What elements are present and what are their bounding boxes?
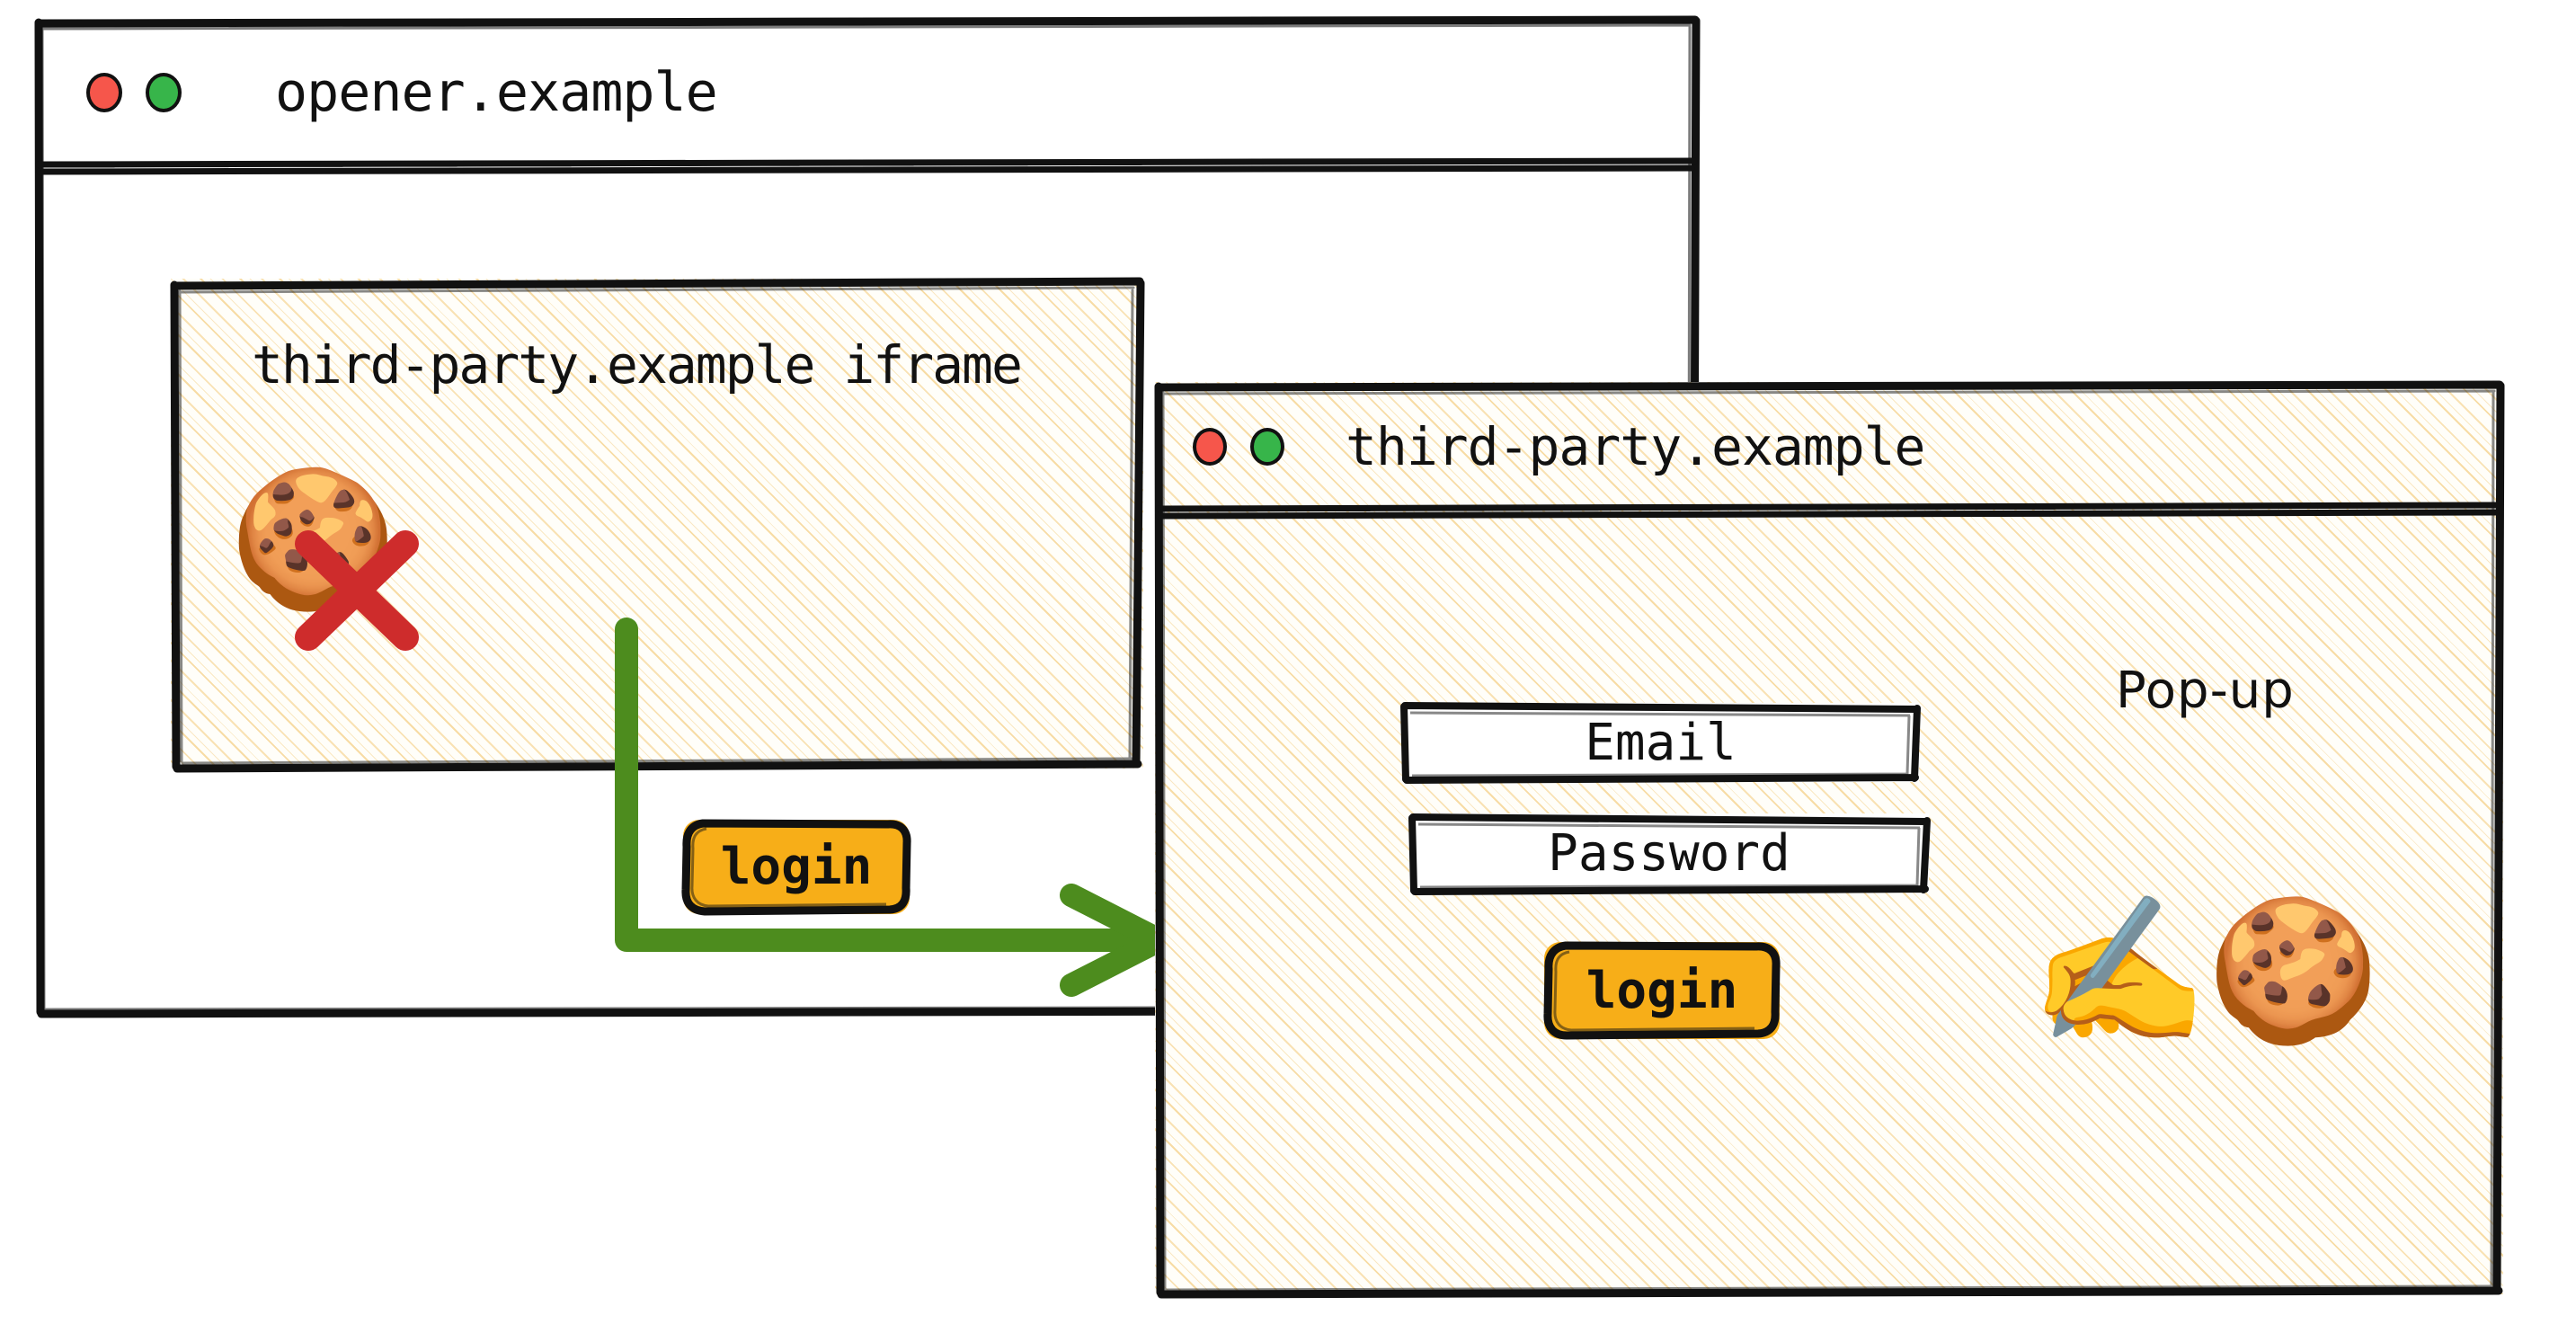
opener-window-title: opener.example <box>275 60 718 124</box>
maximize-button-icon[interactable] <box>1250 427 1284 466</box>
iframe-origin-label: third-party.example iframe <box>252 334 1023 395</box>
blocked-cookie-group: 🍪 <box>229 472 419 651</box>
iframe-login-button-label: login <box>720 838 873 896</box>
popup-window-title: third-party.example <box>1346 415 1925 477</box>
iframe-login-button[interactable]: login <box>681 819 911 916</box>
popup-login-button-label: login <box>1586 961 1738 1020</box>
popup-login-button[interactable]: login <box>1543 941 1781 1040</box>
close-button-icon[interactable] <box>86 72 122 112</box>
opener-window-controls[interactable] <box>86 72 182 112</box>
close-button-icon[interactable] <box>1193 427 1227 466</box>
maximize-button-icon[interactable] <box>146 72 182 112</box>
third-party-iframe: third-party.example iframe 🍪 login <box>170 277 1145 916</box>
opener-title-bar: opener.example <box>36 18 1699 166</box>
email-field[interactable]: Email <box>1400 702 1921 784</box>
password-field-value: Password <box>1548 823 1790 883</box>
popup-window-controls[interactable] <box>1193 427 1284 466</box>
password-field[interactable]: Password <box>1408 813 1931 895</box>
writing-hand-icon: ✍️ <box>2030 886 2209 1054</box>
cross-mark-icon <box>295 530 419 651</box>
email-field-value: Email <box>1585 713 1737 772</box>
popup-title-bar: third-party.example <box>1155 382 2503 511</box>
popup-annotation-label: Pop-up <box>2116 662 2295 720</box>
cookie-icon: 🍪 <box>2207 889 2380 1052</box>
